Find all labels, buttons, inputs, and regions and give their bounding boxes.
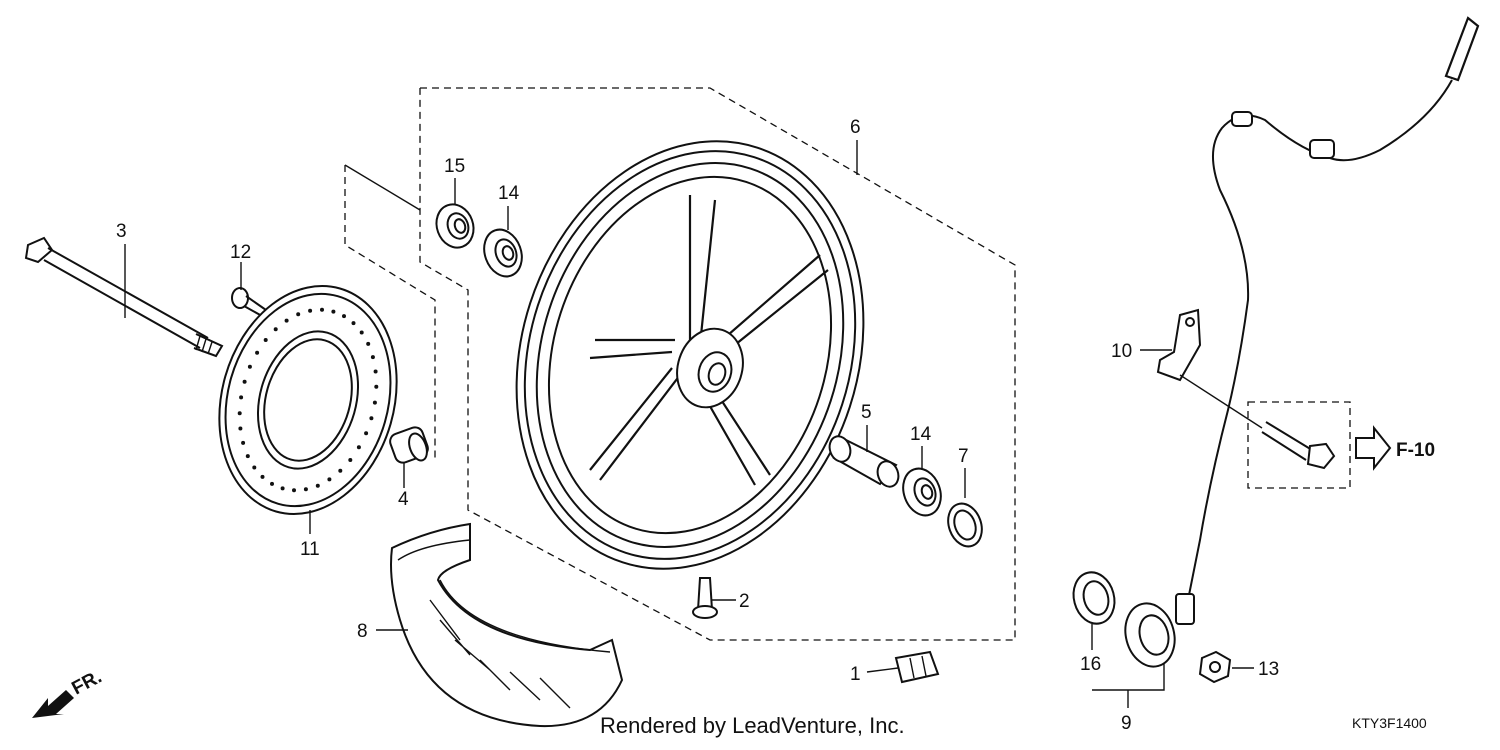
- disc-group-boundary: [344, 164, 436, 460]
- brake-disc[interactable]: [193, 265, 422, 535]
- pulser-ring[interactable]: [1119, 598, 1182, 672]
- disc-vent-hole: [342, 314, 346, 319]
- callout-3: 3: [116, 221, 127, 242]
- dust-seal[interactable]: [1068, 568, 1120, 629]
- disc-vent-hole: [270, 481, 274, 486]
- disc-vent-hole: [303, 487, 308, 492]
- disc-vent-hole: [292, 488, 296, 493]
- stay-bolt[interactable]: [1261, 421, 1336, 470]
- disc-vent-hole: [369, 416, 374, 421]
- wheel-assembly-boundary: [419, 87, 1016, 641]
- disc-vent-hole: [238, 426, 243, 431]
- callout-9: 9: [1121, 713, 1132, 734]
- axle-collar[interactable]: [826, 433, 902, 489]
- callout-10: 10: [1111, 341, 1132, 362]
- disc-vent-hole: [359, 330, 364, 335]
- disc-vent-hole: [320, 307, 324, 312]
- disc-vent-hole: [273, 327, 278, 332]
- callout-14-upper: 14: [498, 183, 520, 204]
- reference-arrow: [1355, 425, 1392, 471]
- disc-vent-hole: [356, 445, 361, 450]
- callout-2: 2: [739, 591, 750, 612]
- front-wheel[interactable]: [463, 96, 917, 614]
- disc-vent-hole: [348, 458, 353, 462]
- leader-lines: [124, 140, 1263, 708]
- disc-vent-hole: [327, 477, 332, 482]
- disc-vent-hole: [252, 465, 257, 470]
- callout-4: 4: [398, 489, 409, 510]
- disc-vent-hole: [245, 454, 250, 459]
- balance-weight[interactable]: [894, 650, 940, 684]
- callout-12: 12: [230, 242, 251, 263]
- tire-tube[interactable]: [390, 522, 624, 728]
- tire-valve[interactable]: [692, 577, 718, 619]
- callout-1: 1: [850, 664, 861, 685]
- callout-14-lower: 14: [910, 424, 932, 445]
- callout-5: 5: [861, 402, 872, 423]
- callout-15: 15: [444, 156, 465, 177]
- disc-vent-hole: [237, 411, 242, 416]
- disc-vent-hole: [364, 431, 369, 436]
- disc-vent-hole: [372, 400, 377, 405]
- diagram-code: KTY3F1400: [1352, 715, 1427, 731]
- disc-vent-hole: [308, 308, 313, 313]
- front-axle[interactable]: [24, 236, 224, 358]
- callout-16: 16: [1080, 654, 1101, 675]
- disc-vent-hole: [374, 384, 379, 389]
- disc-vent-hole: [239, 395, 244, 400]
- disc-vent-hole: [315, 483, 320, 488]
- disc-vent-hole: [351, 321, 356, 326]
- wheel-bearing-upper[interactable]: [478, 224, 528, 281]
- callout-11: 11: [300, 539, 320, 560]
- oil-seal[interactable]: [942, 499, 987, 551]
- disc-vent-hole: [247, 364, 252, 369]
- sensor-stay[interactable]: [1156, 308, 1202, 382]
- disc-bolt[interactable]: [231, 287, 267, 317]
- disc-vent-hole: [373, 369, 378, 374]
- disc-vent-hole: [296, 312, 301, 317]
- disc-vent-hole: [366, 341, 371, 346]
- direction-label: FR.: [68, 667, 105, 700]
- callout-13: 13: [1258, 659, 1279, 680]
- callout-8: 8: [357, 621, 368, 642]
- disc-vent-hole: [242, 379, 247, 384]
- wheel-bearing-left[interactable]: [431, 199, 480, 253]
- disc-vent-hole: [241, 440, 246, 445]
- callout-7: 7: [958, 446, 969, 467]
- disc-vent-hole: [331, 309, 336, 314]
- disc-vent-hole: [255, 350, 260, 355]
- callout-6: 6: [850, 117, 861, 138]
- flange-nut[interactable]: [1198, 650, 1232, 684]
- disc-vent-hole: [280, 486, 285, 491]
- reference-label: F-10: [1396, 440, 1435, 461]
- disc-vent-hole: [260, 474, 265, 479]
- wheel-bearing-lower[interactable]: [897, 463, 947, 520]
- abs-sensor-cable[interactable]: [1175, 16, 1480, 625]
- bolt-reference-boundary: [1247, 401, 1351, 489]
- disc-vent-hole: [338, 468, 343, 473]
- disc-collar[interactable]: [388, 425, 430, 465]
- front-direction-arrow: [32, 690, 74, 718]
- disc-vent-hole: [370, 355, 375, 360]
- disc-vent-hole: [263, 338, 268, 342]
- rendered-by-footer: Rendered by LeadVenture, Inc.: [600, 713, 905, 738]
- disc-vent-hole: [284, 318, 289, 323]
